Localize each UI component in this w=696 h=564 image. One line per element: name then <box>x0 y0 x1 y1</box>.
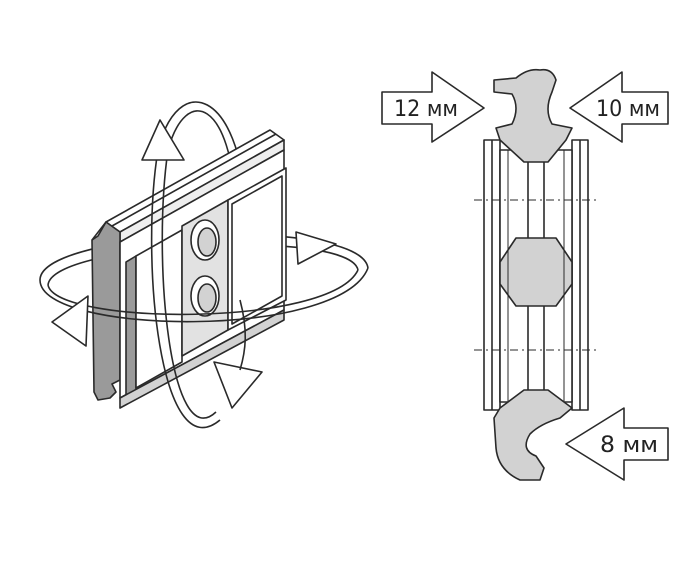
horizontal-rotation-ring-front <box>39 267 369 323</box>
vertical-ring-arrow-top <box>141 119 185 161</box>
horizontal-ring-arrow-left <box>51 295 89 347</box>
dimension-label-10mm: 10 мм <box>596 97 660 122</box>
section-top-head <box>493 68 573 163</box>
dimension-arrow-12mm <box>381 71 485 143</box>
profile-rail-bottom <box>119 309 285 409</box>
section-bottom-hook <box>493 389 573 481</box>
dimension-label-8mm: 8 мм <box>600 433 658 458</box>
dimension-arrow-8mm <box>565 407 669 481</box>
horizontal-ring-arrow-right <box>295 231 337 265</box>
section-center-block <box>499 237 573 307</box>
vertical-ring-arrow-bottom <box>213 361 263 409</box>
dimension-label-12mm: 12 мм <box>394 97 458 122</box>
vertical-rotation-ring-front <box>150 149 221 429</box>
profile-assembly <box>39 101 369 429</box>
profile-cross-section <box>381 68 669 481</box>
dimension-arrow-10mm <box>569 71 669 143</box>
